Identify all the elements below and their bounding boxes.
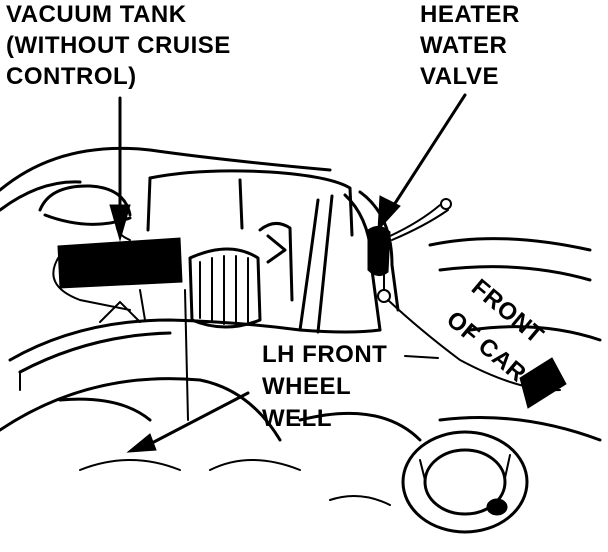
vacuum-tank-line-1: VACUUM TANK <box>6 1 187 28</box>
front-of-car-arrowhead <box>519 357 567 409</box>
label-wheel-well: LH FRONT WHEEL WELL <box>262 341 387 432</box>
label-heater-water-valve: HEATER WATER VALVE <box>420 1 520 90</box>
heater-valve-line-2: WATER <box>420 32 507 59</box>
wheel-well-line-2: WHEEL <box>262 373 351 400</box>
wheel-well-line-1: LH FRONT <box>262 341 387 368</box>
wheel-well-arrowhead <box>126 433 157 453</box>
engine-bay-drawing <box>0 146 602 534</box>
vacuum-tank-line-3: CONTROL) <box>6 63 137 90</box>
heater-valve-line-1: HEATER <box>420 1 520 28</box>
label-vacuum-tank: VACUUM TANK (WITHOUT CRUISE CONTROL) <box>6 1 231 90</box>
callout-arrows <box>109 93 567 453</box>
heater-valve-line-3: VALVE <box>420 63 499 90</box>
vacuum-tank-arrowhead <box>109 204 131 242</box>
heater-valve-arrowhead <box>377 195 401 232</box>
wheel-well-line-3: WELL <box>262 405 332 432</box>
vacuum-tank-line-2: (WITHOUT CRUISE <box>6 32 231 59</box>
